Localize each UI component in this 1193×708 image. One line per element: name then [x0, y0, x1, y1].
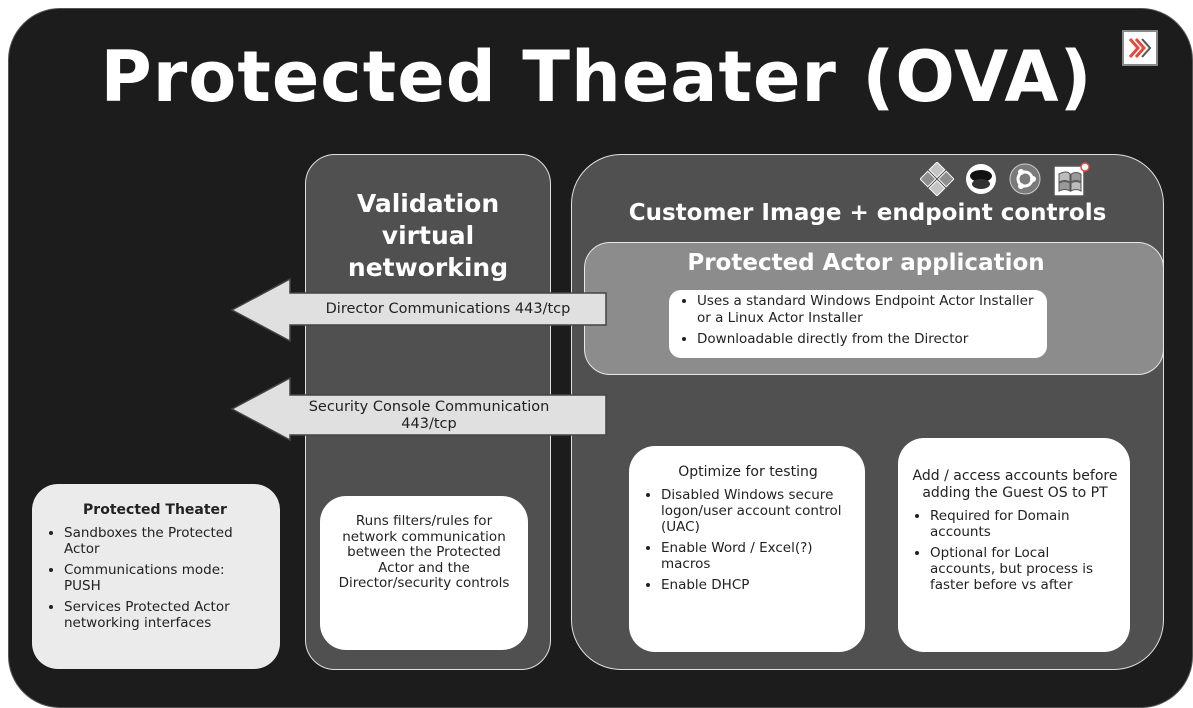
protected-theater-title: Protected Theater: [83, 502, 227, 518]
list-item: Enable DHCP: [661, 577, 853, 593]
security-comm-label: Security Console Communication 443/tcp: [308, 399, 550, 432]
list-item: Communications mode: PUSH: [64, 562, 264, 594]
accounts-box: Add / access accounts before adding the …: [898, 438, 1130, 652]
redhat-icon: [964, 162, 998, 196]
logo-icon: [1122, 30, 1158, 66]
validation-title-line: Validation: [356, 189, 500, 218]
slide-title: Protected Theater (OVA): [100, 36, 1093, 118]
windows-icon: [1052, 162, 1090, 197]
list-item: Sandboxes the Protected Actor: [64, 525, 264, 557]
list-item: Uses a standard Windows Endpoint Actor I…: [697, 293, 1037, 327]
os-icon-row: [919, 160, 1090, 198]
optimize-testing-box: Optimize for testing Disabled Windows se…: [629, 446, 865, 652]
ubuntu-icon: [1008, 162, 1042, 196]
director-comm-label: Director Communications 443/tcp: [325, 301, 571, 317]
list-item: Enable Word / Excel(?) macros: [661, 540, 853, 572]
protected-theater-box: Protected Theater Sandboxes the Protecte…: [32, 484, 280, 669]
protected-actor-list: Uses a standard Windows Endpoint Actor I…: [669, 290, 1047, 358]
list-item: Disabled Windows secure logon/user accou…: [661, 487, 853, 535]
protected-actor-title: Protected Actor application: [687, 250, 1045, 276]
validation-panel-title: Validation virtual networking: [305, 188, 551, 284]
list-item: Required for Domain accounts: [930, 508, 1118, 540]
list-item: Optional for Local accounts, but process…: [930, 545, 1118, 593]
list-item: Services Protected Actor networking inte…: [64, 599, 264, 631]
director-comm-arrow: [230, 277, 607, 343]
list-item: Downloadable directly from the Director: [697, 331, 1037, 348]
validation-title-line: networking: [347, 253, 509, 282]
optimize-testing-title: Optimize for testing: [678, 464, 818, 480]
validation-title-line: virtual: [381, 221, 475, 250]
validation-rules-box: Runs filters/rules for network communica…: [320, 496, 528, 650]
validation-rules-text: Runs filters/rules for network communica…: [338, 513, 510, 591]
centos-icon: [919, 161, 955, 197]
accounts-title: Add / access accounts before adding the …: [912, 468, 1118, 501]
customer-image-title: Customer Image + endpoint controls: [628, 200, 1107, 226]
security-comm-arrow: [230, 376, 607, 442]
